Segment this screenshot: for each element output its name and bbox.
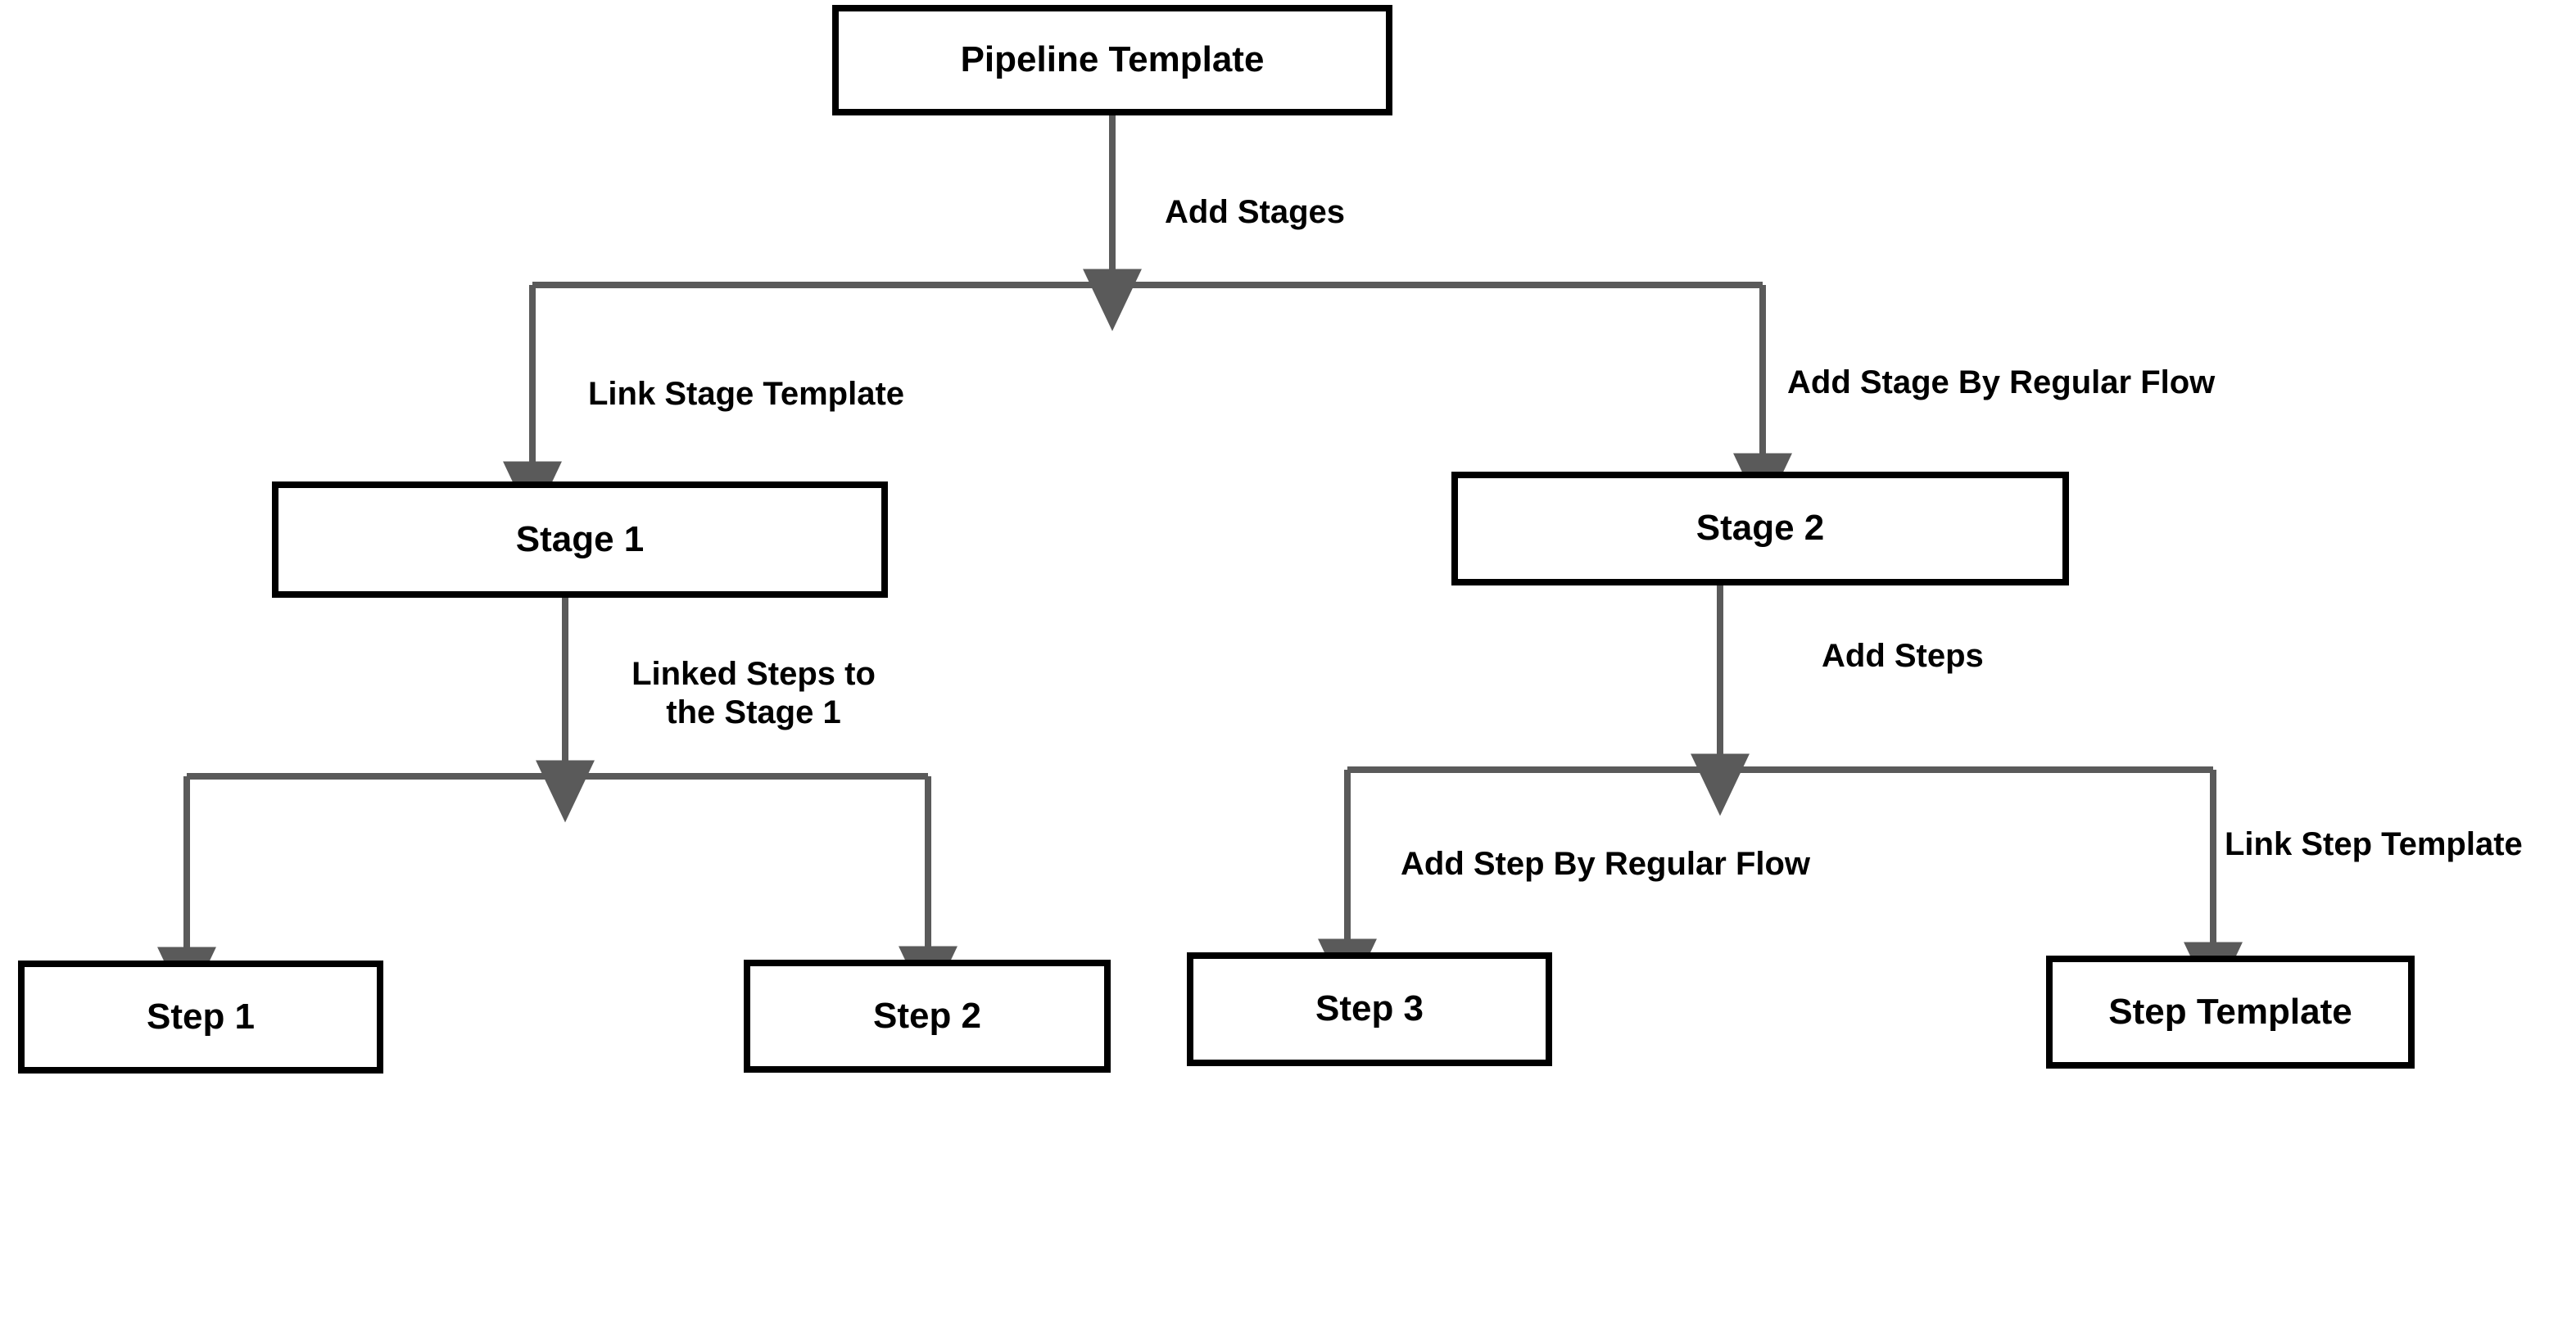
node-step-3[interactable]: Step 3: [1187, 952, 1552, 1066]
edge-label-link-step-template: Link Step Template: [2225, 826, 2523, 862]
edge-label-linked-steps-to-the-stage-1: Linked Steps to the Stage 1: [632, 656, 876, 731]
node-pipeline-template-label: Pipeline Template: [960, 39, 1265, 80]
node-step-template-label: Step Template: [2108, 991, 2352, 1032]
node-stage-1[interactable]: Stage 1: [272, 481, 888, 598]
edge-label-add-stage-by-regular-flow: Add Stage By Regular Flow: [1787, 364, 2216, 400]
node-step-template[interactable]: Step Template: [2046, 956, 2415, 1069]
node-stage-1-label: Stage 1: [515, 518, 645, 559]
node-step-2-label: Step 2: [872, 995, 982, 1036]
edge-label-add-step-by-regular-flow: Add Step By Regular Flow: [1401, 846, 1811, 882]
node-pipeline-template[interactable]: Pipeline Template: [832, 5, 1392, 115]
node-step-1-label: Step 1: [146, 996, 256, 1037]
node-stage-2-label: Stage 2: [1695, 508, 1825, 549]
edge-label-link-stage-template: Link Stage Template: [588, 376, 905, 412]
node-stage-2[interactable]: Stage 2: [1451, 472, 2069, 585]
node-step-1[interactable]: Step 1: [18, 961, 383, 1074]
edge-label-add-stages: Add Stages: [1165, 194, 1346, 230]
node-step-2[interactable]: Step 2: [744, 960, 1111, 1073]
node-step-3-label: Step 3: [1315, 988, 1424, 1029]
edge-label-add-steps: Add Steps: [1822, 638, 1984, 674]
